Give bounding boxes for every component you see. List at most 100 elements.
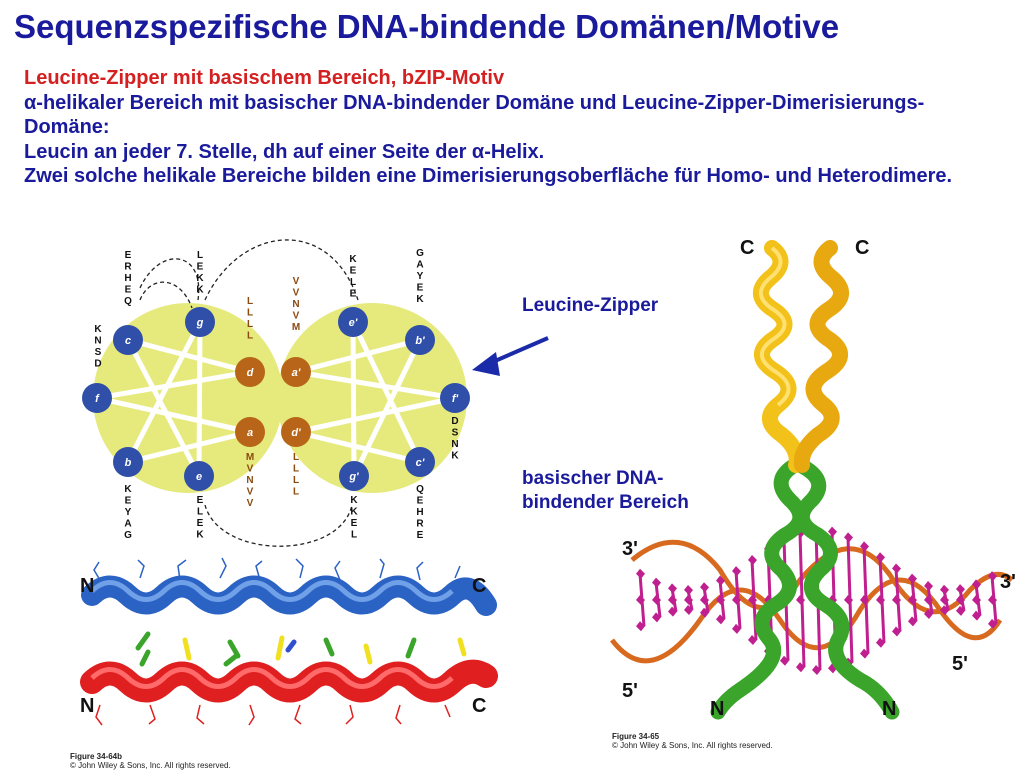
sequence-letter: Q xyxy=(124,296,132,307)
base-node xyxy=(972,610,981,621)
base-pair xyxy=(878,557,886,643)
pos-d: d xyxy=(247,367,254,379)
coil-c-top: C xyxy=(472,575,486,597)
base-node xyxy=(716,614,725,625)
sequence-letter: V xyxy=(247,487,254,498)
base-pair xyxy=(814,529,822,671)
base-pair xyxy=(686,589,694,611)
base-node xyxy=(972,579,981,590)
base-pair xyxy=(942,589,950,611)
sequence-letter: E xyxy=(417,283,424,294)
sequence-letter: K xyxy=(124,484,132,495)
base-node xyxy=(956,595,965,605)
base-node xyxy=(652,612,661,623)
base-node xyxy=(716,595,725,605)
sequence-letter-stacks: ERHEQLEKKLLLLKNSDKEYAGELEKMVNVVVVNVMKELE… xyxy=(94,248,459,541)
wheel-right-background xyxy=(277,303,467,493)
sequence-letter: E xyxy=(417,496,424,507)
pos-e: e xyxy=(196,471,202,483)
base-node xyxy=(700,582,709,593)
coil-n-bottom: N xyxy=(80,695,94,717)
sequence-letter: V xyxy=(293,311,300,322)
sequence-letter: K xyxy=(196,273,204,284)
wheel-left-nodes xyxy=(82,307,265,491)
pos-g-prime: g' xyxy=(348,471,359,483)
base-node xyxy=(956,605,965,616)
base-node xyxy=(716,575,725,586)
base-node xyxy=(796,595,805,605)
sequence-letter: K xyxy=(451,451,459,462)
description-text: Leucine-Zipper mit basischem Bereich, bZ… xyxy=(24,66,999,189)
sequence-letter: V xyxy=(247,498,254,509)
base-node xyxy=(764,595,773,605)
base-node xyxy=(956,584,965,595)
coil-n-top: N xyxy=(80,575,94,597)
sequence-letter: E xyxy=(350,266,357,277)
sequence-letter: K xyxy=(196,530,204,541)
base-node xyxy=(876,637,885,648)
dna-5-prime-left: 5' xyxy=(622,680,638,702)
base-node xyxy=(860,595,869,605)
base-node xyxy=(988,618,997,629)
base-node xyxy=(636,621,645,632)
base-node xyxy=(876,552,885,563)
base-pair xyxy=(958,588,966,612)
struct-c-left: C xyxy=(740,237,754,259)
base-pair xyxy=(702,587,710,613)
sequence-letter: E xyxy=(197,518,204,529)
pos-e-prime: e' xyxy=(349,317,358,329)
dna-3-prime-right: 3' xyxy=(1000,571,1016,593)
pos-f: f xyxy=(95,393,100,405)
sequence-letter: L xyxy=(293,487,299,498)
base-node xyxy=(636,568,645,579)
sequence-letter: E xyxy=(125,285,132,296)
sequence-letter: K xyxy=(350,495,358,506)
base-pair xyxy=(718,580,726,620)
base-node xyxy=(780,655,789,666)
pos-d-prime: d' xyxy=(291,427,301,439)
struct-c-right: C xyxy=(855,237,869,259)
sequence-letter: D xyxy=(94,359,101,370)
sequence-letter: Y xyxy=(417,271,424,282)
base-node xyxy=(924,608,933,619)
sequence-letter: A xyxy=(124,519,131,530)
base-node xyxy=(796,662,805,673)
base-node xyxy=(796,527,805,538)
sequence-letter: L xyxy=(293,475,299,486)
base-node xyxy=(732,623,741,634)
pos-a-prime: a' xyxy=(292,367,301,379)
base-pair xyxy=(910,578,918,622)
base-node xyxy=(668,583,677,594)
base-pair xyxy=(862,546,870,654)
pos-c-prime: c' xyxy=(416,457,425,469)
sequence-letter: E xyxy=(125,496,132,507)
sequence-letter: V xyxy=(247,464,254,475)
base-pair xyxy=(830,531,838,669)
sequence-letter: N xyxy=(292,299,299,310)
base-node xyxy=(780,595,789,605)
sequence-letter: H xyxy=(124,273,131,284)
sequence-letter: D xyxy=(451,416,458,427)
base-pair xyxy=(638,573,646,627)
base-node xyxy=(684,584,693,595)
dimer-description: Zwei solche helikale Bereiche bilden ein… xyxy=(24,165,953,187)
sequence-letter: A xyxy=(416,260,423,271)
coiled-coil-side-view xyxy=(80,557,498,726)
base-node xyxy=(652,577,661,588)
sequence-letter: E xyxy=(351,518,358,529)
base-node xyxy=(748,554,757,565)
base-node xyxy=(908,616,917,627)
bzip-heading: Leucine-Zipper mit basischem Bereich, bZ… xyxy=(24,67,505,89)
base-node xyxy=(940,605,949,616)
alpha-symbol: α xyxy=(471,140,485,163)
sequence-letter: L xyxy=(351,530,357,541)
sequence-letter: H xyxy=(416,507,423,518)
pos-c: c xyxy=(125,335,131,347)
base-pair xyxy=(894,568,902,632)
base-node xyxy=(700,607,709,618)
base-node xyxy=(668,606,677,617)
label-basic-region: basischer DNA- bindender Bereich xyxy=(522,468,689,513)
sequence-letter: S xyxy=(452,428,459,439)
base-node xyxy=(684,605,693,616)
caption-left: Figure 34-64b © John Wiley & Sons, Inc. … xyxy=(70,752,231,770)
